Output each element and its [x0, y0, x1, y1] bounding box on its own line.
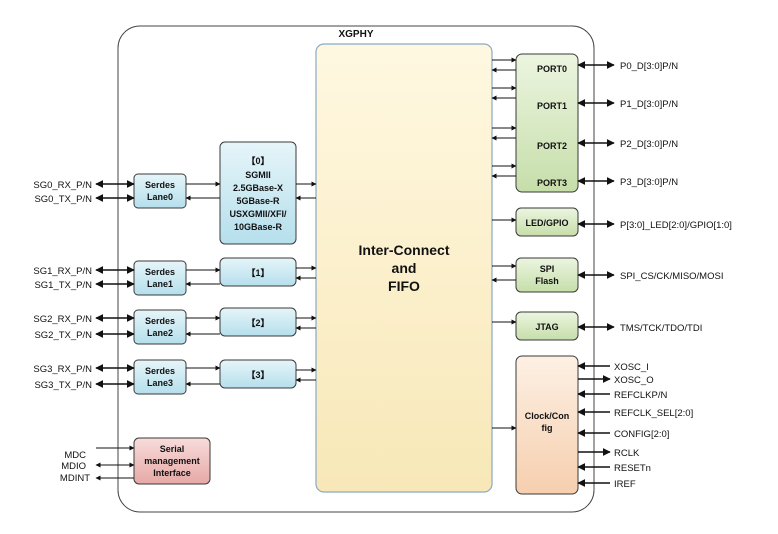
p2-signal-label: P2_D[3:0]P/N: [620, 139, 678, 150]
serdes-lane-1-line1: Serdes: [145, 267, 175, 277]
xosc-o-label: XOSC_O: [614, 375, 654, 386]
right-external-connectors: [577, 61, 615, 487]
serdes-lane-2-line2: Lane2: [147, 328, 173, 338]
sg2-rx-label: SG2_RX_P/N: [33, 314, 92, 325]
rclk-label: RCLK: [614, 448, 640, 459]
serdes-lane-0-line1: Serdes: [145, 180, 175, 190]
sg1-tx-label: SG1_TX_P/N: [34, 280, 92, 291]
core-label-line1: Inter-Connect: [359, 242, 450, 258]
core-label-line2: and: [392, 260, 417, 276]
spi-line1: SPI: [540, 264, 555, 274]
pcs1-label: 【1】: [246, 268, 269, 278]
serdes-lane-3: Serdes Lane3: [133, 359, 187, 395]
pcs0-line1: 【0】: [246, 156, 269, 166]
clock-line1: Clock/Con: [525, 411, 570, 421]
p3-signal-label: P3_D[3:0]P/N: [620, 177, 678, 188]
pcs0-line6: 10GBase-R: [234, 222, 283, 232]
pcs2-label: 【2】: [246, 318, 269, 328]
mdint-label: MDINT: [60, 473, 90, 484]
mdio-label: MDIO: [61, 461, 86, 472]
chip-title: XGPHY: [338, 29, 373, 40]
sg0-tx-label: SG0_TX_P/N: [34, 194, 92, 205]
pcs0-line4: 5GBase-R: [236, 196, 280, 206]
xosc-i-label: XOSC_I: [614, 362, 649, 373]
sg3-tx-label: SG3_TX_P/N: [34, 380, 92, 391]
serdes-lane-2-line1: Serdes: [145, 316, 175, 326]
pcs0-line3: 2.5GBase-X: [233, 183, 283, 193]
port-stack: [515, 53, 579, 193]
jtag-signal-label: TMS/TCK/TDO/TDI: [620, 323, 702, 334]
port3-label: PORT3: [537, 178, 567, 188]
serdes-lane-0-line2: Lane0: [147, 192, 173, 202]
serdes-lane-1-line2: Lane1: [147, 279, 173, 289]
pcs-block-2: 【2】: [219, 307, 297, 337]
smi-line1: Serial: [160, 444, 185, 454]
refclk-label: REFCLKP/N: [614, 390, 667, 401]
pcs-block-0: 【0】 SGMII 2.5GBase-X 5GBase-R USXGMII/XF…: [219, 141, 297, 245]
serdes-lane-2: Serdes Lane2: [133, 309, 187, 345]
pcs3-label: 【3】: [246, 370, 269, 380]
refclk-sel-label: REFCLK_SEL[2:0]: [614, 408, 693, 419]
internal-connectors: [95, 57, 517, 481]
mdc-label: MDC: [64, 450, 86, 461]
serdes-lane-1: Serdes Lane1: [133, 260, 187, 296]
port0-label: PORT0: [537, 64, 567, 74]
pcs0-line2: SGMII: [245, 170, 271, 180]
serdes-lane-0: Serdes Lane0: [133, 173, 187, 209]
clock-line2: fig: [542, 423, 553, 433]
core-label-line3: FIFO: [388, 278, 420, 294]
pcs-block-1: 【1】: [219, 257, 297, 287]
led-gpio-label: LED/GPIO: [525, 218, 568, 228]
smi-line2: management: [144, 456, 200, 466]
spi-line2: Flash: [535, 276, 559, 286]
p0-signal-label: P0_D[3:0]P/N: [620, 61, 678, 72]
sg0-rx-label: SG0_RX_P/N: [33, 180, 92, 191]
port1-label: PORT1: [537, 101, 567, 111]
sg3-rx-label: SG3_RX_P/N: [33, 364, 92, 375]
config-label: CONFIG[2:0]: [614, 429, 669, 440]
resetn-label: RESETn: [614, 463, 651, 474]
serdes-external-connectors: [95, 180, 135, 388]
serdes-lane-3-line2: Lane3: [147, 378, 173, 388]
port2-label: PORT2: [537, 141, 567, 151]
pcs0-line5: USXGMII/XFI/: [229, 209, 287, 219]
smi-line3: Interface: [153, 468, 191, 478]
jtag-label: JTAG: [535, 322, 558, 332]
pcs-block-3: 【3】: [219, 359, 297, 389]
serdes-lane-3-line1: Serdes: [145, 366, 175, 376]
p1-signal-label: P1_D[3:0]P/N: [620, 99, 678, 110]
sg2-tx-label: SG2_TX_P/N: [34, 330, 92, 341]
clock-config-block: [515, 355, 579, 495]
led-signal-label: P[3:0]_LED[2:0]/GPIO[1:0]: [620, 220, 732, 231]
sg1-rx-label: SG1_RX_P/N: [33, 266, 92, 277]
iref-label: IREF: [614, 479, 636, 490]
smi-block: Serial management Interface: [133, 437, 211, 485]
spi-signal-label: SPI_CS/CK/MISO/MOSI: [620, 271, 723, 282]
